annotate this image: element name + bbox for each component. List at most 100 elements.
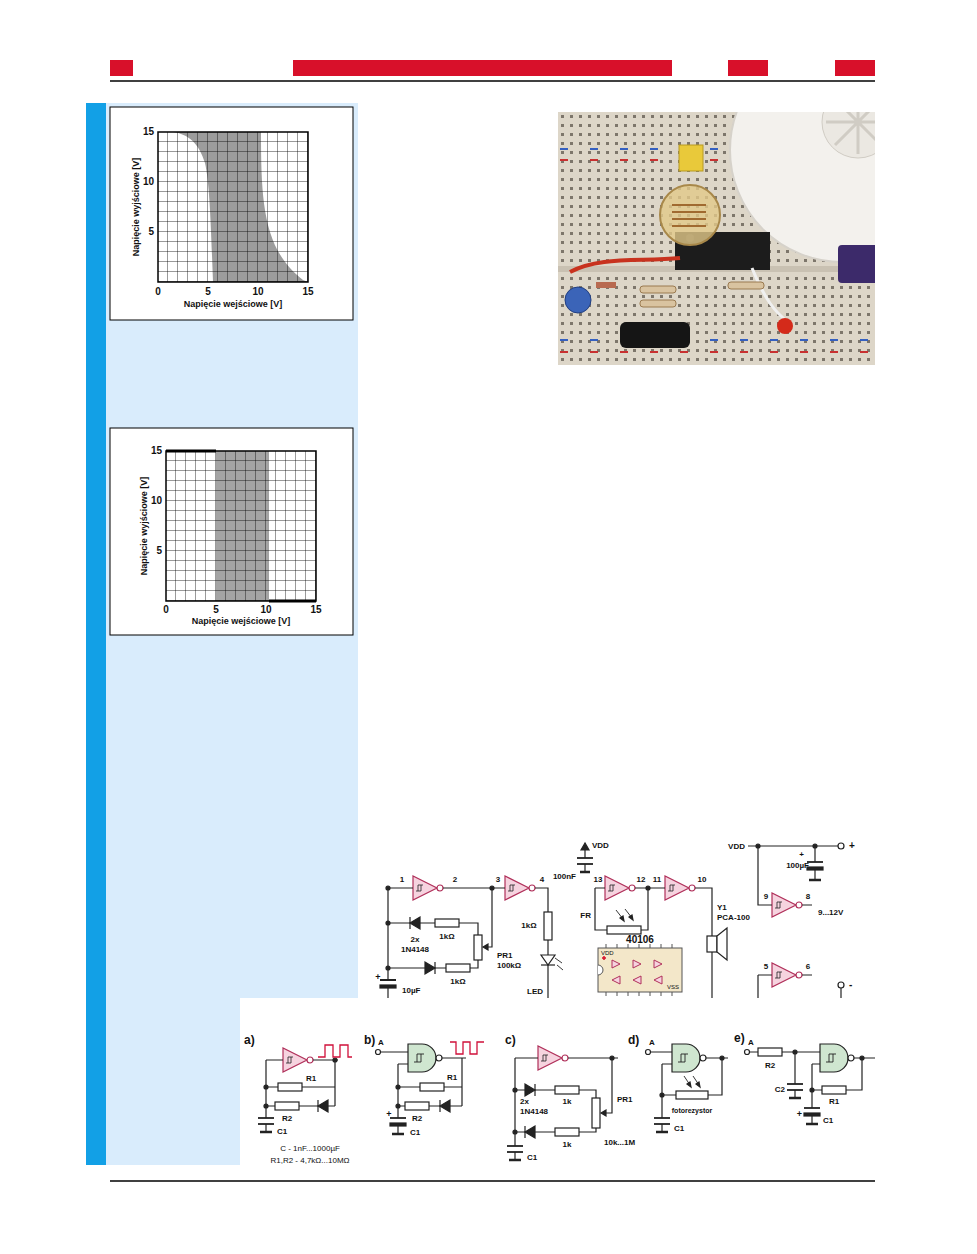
schematic-c [601, 1110, 606, 1116]
led-oscillator-schematic [555, 958, 563, 970]
led-oscillator-schematic [446, 964, 470, 972]
label-text: 5 [205, 287, 211, 297]
label-text: VDD [601, 950, 614, 956]
photo-buzzer-schematic [620, 916, 624, 921]
label-text: 15 [143, 127, 154, 137]
photo-buzzer-schematic [646, 886, 650, 890]
schematic-a [317, 1100, 318, 1112]
breadboard-photo [660, 185, 720, 245]
breadboard-photo [565, 287, 591, 313]
label-text: C1 [823, 1117, 833, 1125]
schematic-c [555, 1128, 579, 1136]
schematic-c [513, 1088, 517, 1092]
label-text: 0 [155, 287, 161, 297]
label-text: 100kΩ [497, 962, 521, 970]
label-text: R1,R2 - 4,7kΩ...10MΩ [270, 1157, 349, 1165]
label-text: a) [244, 1034, 255, 1046]
label-text: 5 [156, 546, 162, 556]
label-text: 15 [151, 446, 162, 456]
led-oscillator-schematic [505, 876, 535, 900]
led-oscillator-schematic [409, 917, 410, 929]
transfer-chart [166, 451, 316, 601]
transfer-chart [166, 451, 316, 601]
label-text: b) [364, 1034, 375, 1046]
schematic-c [555, 1086, 579, 1094]
label-text: 0 [163, 605, 169, 615]
led-oscillator-schematic [388, 923, 478, 935]
photo-buzzer-schematic [629, 915, 633, 920]
photo-buzzer-schematic [665, 876, 695, 900]
page-header [110, 1180, 875, 1182]
label-text: 10 [260, 605, 271, 615]
led-oscillator-schematic [386, 966, 390, 970]
transfer-chart [166, 451, 316, 601]
schematic-e [758, 1048, 782, 1056]
transfer-chart [166, 451, 316, 601]
schematic-c [592, 1098, 600, 1128]
schematic-a [275, 1102, 299, 1110]
label-text: C1 [410, 1129, 420, 1137]
label-text: 2x [411, 936, 420, 944]
schematic-d [651, 1052, 728, 1118]
label-text: 1kΩ [450, 978, 465, 986]
ic-pinout [633, 960, 641, 968]
schematic-b [450, 1042, 484, 1054]
label-text: PR1 [497, 952, 513, 960]
led-oscillator-schematic [425, 962, 435, 974]
label-text: 10 [252, 287, 263, 297]
led-oscillator-schematic [535, 888, 548, 912]
power-schematic [838, 843, 844, 849]
schematic-c [525, 1084, 535, 1096]
schematic-b [390, 1123, 406, 1126]
breadboard-photo [558, 112, 875, 365]
label-text: 10 [698, 876, 707, 884]
photo-buzzer-schematic [711, 952, 712, 1005]
transfer-chart [158, 132, 308, 282]
schematic-c [538, 1046, 568, 1070]
page-header [110, 80, 875, 82]
power-schematic [807, 861, 823, 863]
ic-pinout [654, 976, 662, 984]
label-text: 1kΩ [439, 933, 454, 941]
schematic-e [750, 1052, 820, 1108]
power-schematic [756, 844, 760, 848]
label-text: 1k [563, 1141, 572, 1149]
label-text: R2 [765, 1062, 775, 1070]
label-text: FR [580, 912, 591, 920]
page-header [293, 60, 672, 76]
ic-pinout [598, 948, 682, 992]
breadboard-photo [679, 145, 703, 171]
label-text: R1 [447, 1074, 457, 1082]
schematic-b [376, 1042, 485, 1134]
label-text: PCA-100 [717, 914, 750, 922]
transfer-chart [110, 428, 353, 635]
schematic-d [672, 1044, 706, 1072]
label-text: 4 [540, 876, 544, 884]
led-oscillator-schematic [386, 886, 390, 890]
label-text: 1N4148 [401, 946, 429, 954]
ic-pinout [612, 960, 620, 968]
label-text: C - 1nF...1000µF [280, 1145, 340, 1153]
label-text: 40106 [626, 935, 654, 945]
schematic-d [656, 1131, 668, 1134]
ic-pinout [633, 976, 641, 984]
schematic-e [804, 1113, 820, 1116]
breadboard-photo [838, 245, 875, 283]
photo-buzzer-schematic [581, 843, 589, 850]
page-header [728, 60, 768, 76]
breadboard-photo [728, 282, 764, 289]
label-text: 13 [594, 876, 603, 884]
breadboard-photo [640, 286, 676, 293]
photo-buzzer-schematic [607, 926, 641, 934]
photo-buzzer-schematic [580, 871, 590, 874]
label-text: 9 [764, 893, 768, 901]
page-header [835, 60, 875, 76]
schematic-c [513, 1130, 517, 1134]
transfer-chart [158, 132, 308, 282]
label-text: LED [527, 988, 543, 996]
label-text: VSS [667, 984, 679, 990]
led-oscillator-schematic [490, 886, 494, 890]
led-oscillator-schematic [483, 944, 488, 950]
